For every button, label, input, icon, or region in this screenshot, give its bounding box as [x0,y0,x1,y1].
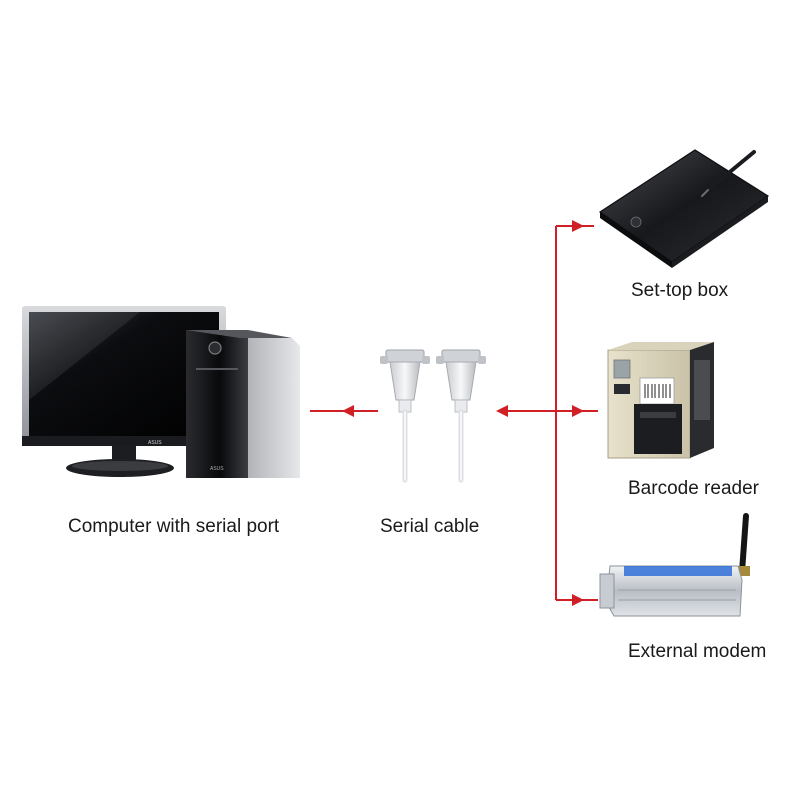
label-set-top-box: Set-top box [631,280,729,301]
arrowhead-icon [496,405,508,417]
power-button-icon [208,341,222,355]
connection-arrows [310,220,598,606]
label-serial-cable: Serial cable [380,516,480,537]
stylus-icon [706,150,756,192]
antenna-icon [739,513,749,575]
svg-text:ASUS: ASUS [210,466,224,472]
desktop-computer-icon: ASUS ASUS [22,306,300,478]
label-computer: Computer with serial port [68,516,280,537]
label-barcode-reader: Barcode reader [628,478,759,499]
graphics-tablet-icon [598,149,770,268]
arrowhead-icon [572,594,584,606]
arrowhead-icon [572,220,584,232]
printer-display [613,359,631,379]
monitor-brand-logo: ASUS [148,440,162,446]
db9-connector-left [380,349,430,483]
gsm-modem-icon [599,513,750,617]
arrowhead-icon [342,405,354,417]
pc-tower: ASUS [186,330,300,478]
printed-label [639,377,675,405]
label-printer-icon [607,342,714,459]
db9-connector-right [436,349,486,483]
serial-cable-icon [380,349,486,483]
arrowhead-icon [572,405,584,417]
label-external-modem: External modem [628,641,767,662]
